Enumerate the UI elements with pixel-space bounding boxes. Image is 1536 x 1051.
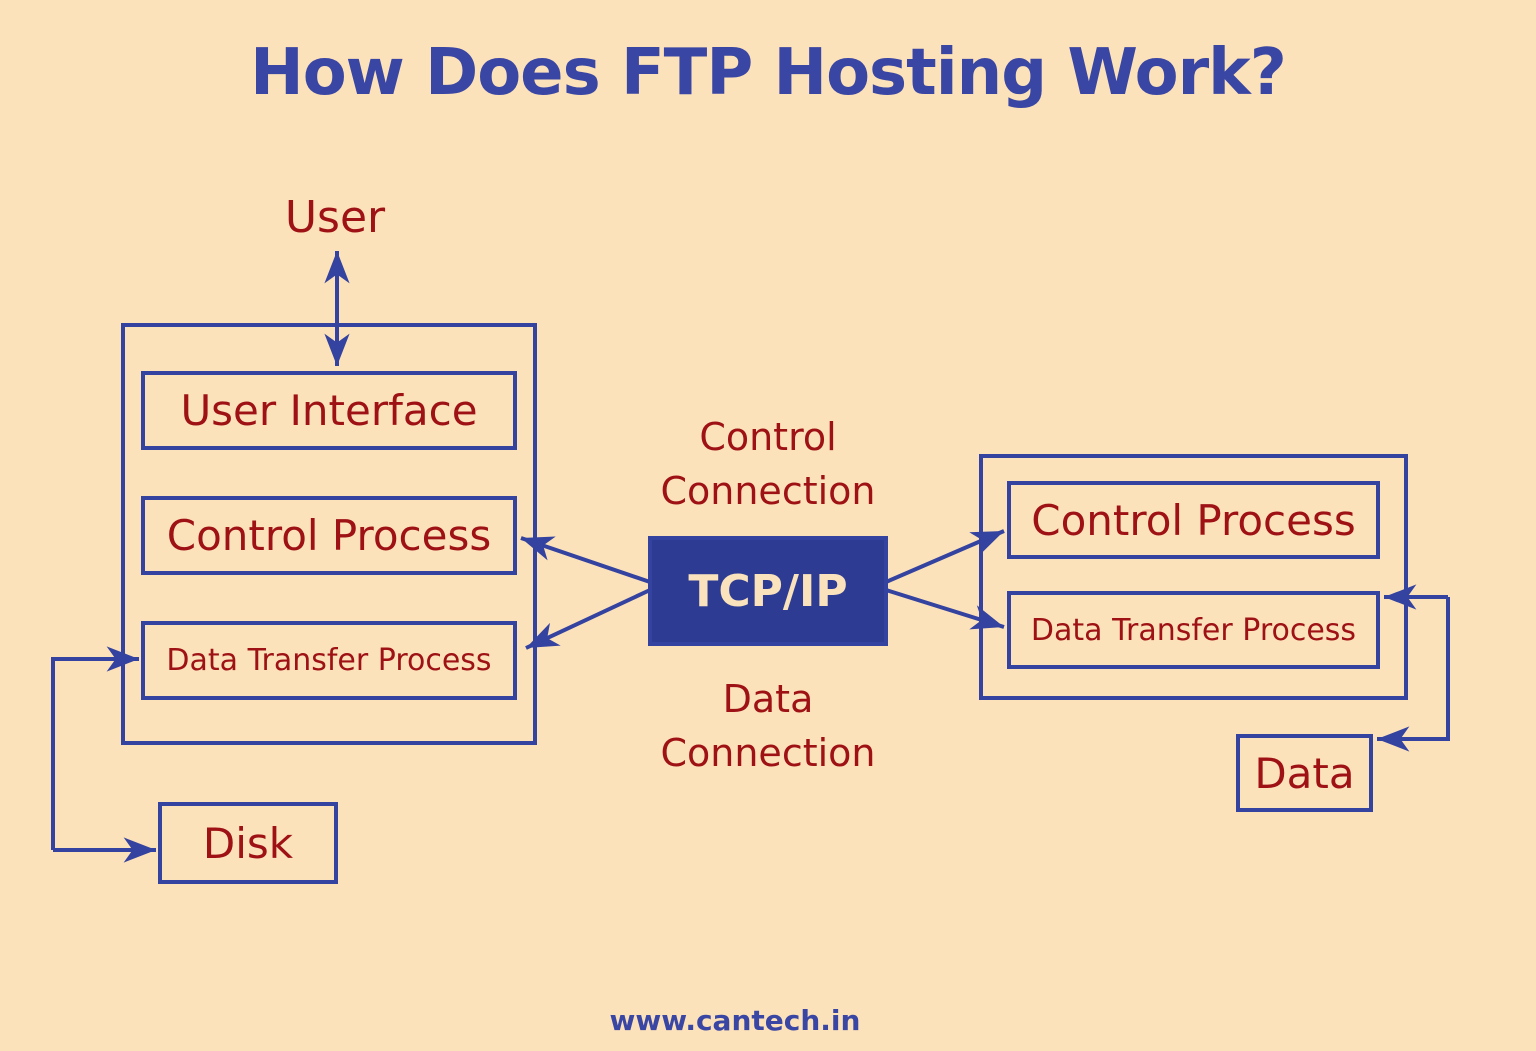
server-system-box	[979, 454, 1408, 700]
client-system-box	[121, 323, 537, 745]
data-connection-arrow-right	[885, 588, 1005, 630]
control-connection-arrow-right	[885, 529, 1005, 584]
disk-box: Disk	[158, 802, 338, 884]
control-connection-arrow-left	[520, 536, 651, 584]
data-connection-arrow-left	[525, 588, 651, 650]
user-label: User	[284, 192, 386, 243]
server-control-process-box: Control Process	[1007, 481, 1380, 559]
control-connection-line2: Connection	[660, 469, 876, 513]
client-data-transfer-process-box: Data Transfer Process	[141, 621, 517, 700]
disk-loop-arrow-to-dtp	[51, 646, 139, 850]
disk-label: Disk	[202, 818, 294, 868]
control-connection-line1: Control	[699, 415, 837, 459]
tcp-ip-box: TCP/IP	[648, 536, 888, 646]
control-connection-label: Control Connection	[618, 410, 918, 518]
server-data-transfer-process-label: Data Transfer Process	[1030, 612, 1357, 648]
data-connection-line1: Data	[722, 677, 814, 721]
client-control-process-box: Control Process	[141, 496, 517, 575]
data-box: Data	[1236, 734, 1373, 812]
data-connection-line2: Connection	[660, 731, 876, 775]
client-data-transfer-process-label: Data Transfer Process	[166, 643, 492, 678]
user-interface-box: User Interface	[141, 371, 517, 450]
user-interface-label: User Interface	[180, 386, 478, 435]
server-control-process-label: Control Process	[1031, 495, 1356, 545]
client-control-process-label: Control Process	[166, 511, 492, 560]
footer-website: www.cantech.in	[609, 1004, 861, 1037]
data-connection-label: Data Connection	[618, 672, 918, 780]
tcp-ip-label: TCP/IP	[688, 565, 848, 617]
server-data-transfer-process-box: Data Transfer Process	[1007, 591, 1380, 669]
data-loop-arrow-to-data	[1377, 597, 1450, 752]
data-label: Data	[1254, 748, 1355, 798]
page-title: How Does FTP Hosting Work?	[250, 36, 1287, 110]
